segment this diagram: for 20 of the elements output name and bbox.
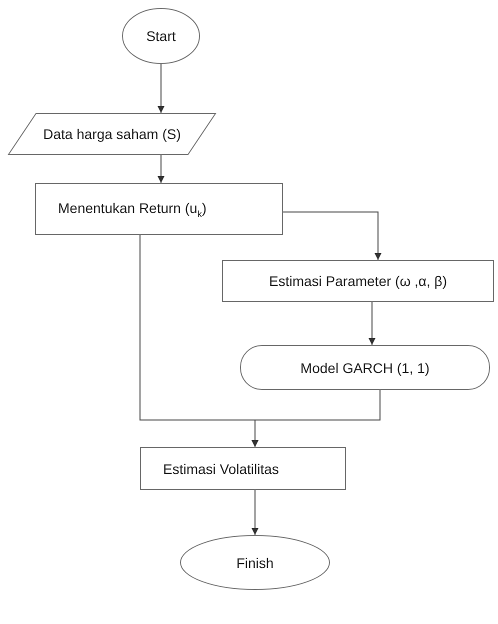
node-label: Menentukan Return (u$_{k}$) <box>58 200 206 218</box>
arrow <box>158 154 164 184</box>
arrow <box>158 64 164 114</box>
process-box <box>35 183 283 235</box>
node-label: Estimasi Volatilitas <box>163 460 279 476</box>
arrow <box>252 390 380 448</box>
arrow <box>368 302 376 346</box>
process-box <box>140 447 346 490</box>
rounded-process-box <box>240 345 490 390</box>
node-label: Data harga saham (S) <box>43 126 181 142</box>
node-label: Start <box>146 28 176 44</box>
arrow <box>252 490 258 536</box>
node-label: Estimasi Parameter (ω ,α, β) <box>269 273 447 289</box>
arrow <box>282 212 382 260</box>
node-label: Model GARCH (1, 1) <box>300 360 430 376</box>
node-label: Finish <box>236 554 274 570</box>
terminal-ellipse <box>180 535 330 590</box>
process-box <box>222 260 494 302</box>
data-parallelogram <box>8 113 216 155</box>
terminal-ellipse <box>122 8 200 64</box>
